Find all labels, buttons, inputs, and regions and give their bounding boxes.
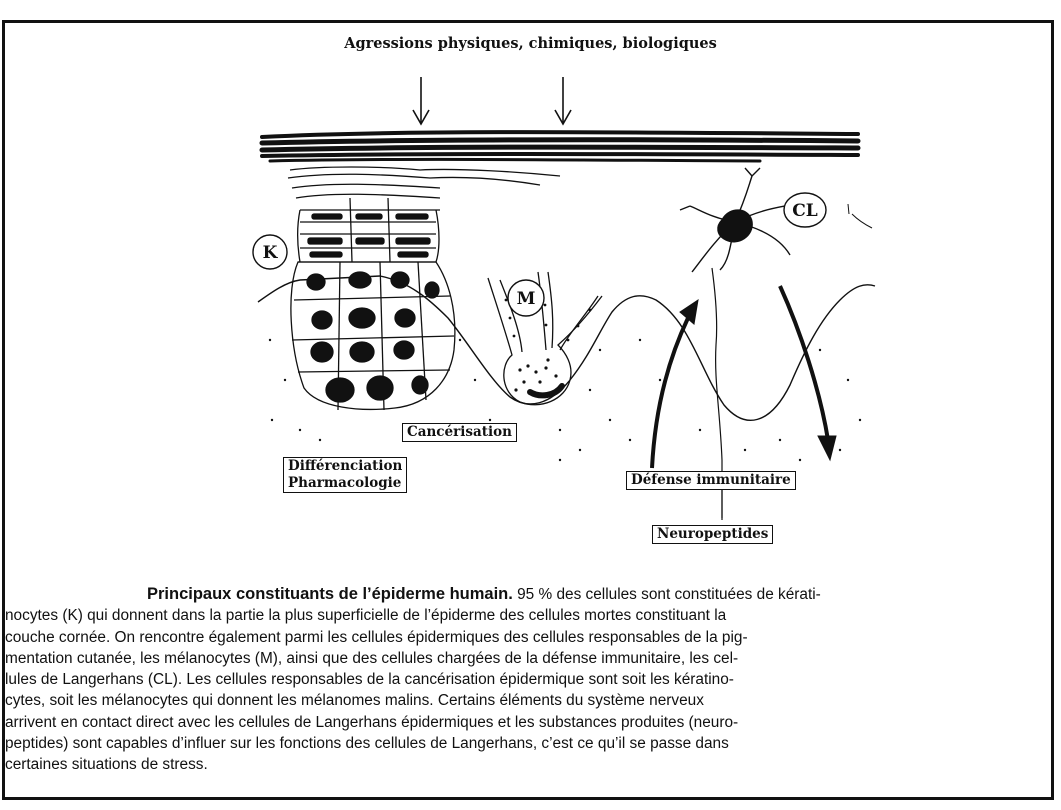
box-differenciation-line1: Différenciation xyxy=(288,458,402,475)
caption-line-1: nocytes (K) qui donnent dans la partie l… xyxy=(5,605,1051,626)
caption: Principaux constituants de l’épiderme hu… xyxy=(107,584,1051,776)
box-cancerisation: Cancérisation xyxy=(402,423,517,442)
label-k-text: K xyxy=(263,243,279,263)
immune-arrows xyxy=(652,286,836,468)
corner-marks xyxy=(848,204,872,228)
caption-line-7: peptides) sont capables d’influer sur le… xyxy=(5,733,1051,754)
aggression-arrows xyxy=(413,77,571,124)
caption-line-4: lules de Langerhans (CL). Les cellules r… xyxy=(5,669,1051,690)
label-cl-text: CL xyxy=(792,201,818,221)
stratum-corneum xyxy=(262,132,858,161)
box-neuropeptides: Neuropeptides xyxy=(652,525,773,544)
label-m-text: M xyxy=(517,289,536,309)
box-differenciation-line2: Pharmacologie xyxy=(288,475,402,492)
caption-heading: Principaux constituants de l’épiderme hu… xyxy=(147,585,513,603)
box-defense: Défense immunitaire xyxy=(626,471,796,490)
caption-line-5: cytes, soit les mélanocytes qui donnent … xyxy=(5,690,1051,711)
langerhans-cell xyxy=(680,168,800,272)
caption-line-8: certaines situations de stress. xyxy=(5,754,1051,775)
melanocyte-cell xyxy=(488,272,602,405)
caption-line-0: Principaux constituants de l’épiderme hu… xyxy=(107,584,1051,605)
caption-line-2: couche cornée. On rencontre également pa… xyxy=(5,627,1051,648)
epidermis-diagram: K M CL xyxy=(0,0,1061,570)
caption-line-6: arrivent en contact direct avec les cell… xyxy=(5,712,1051,733)
caption-line-3: mentation cutanée, les mélanocytes (M), … xyxy=(5,648,1051,669)
box-differenciation: Différenciation Pharmacologie xyxy=(283,457,407,493)
caption-line-0-text: 95 % des cellules sont constituées de ké… xyxy=(513,586,821,603)
